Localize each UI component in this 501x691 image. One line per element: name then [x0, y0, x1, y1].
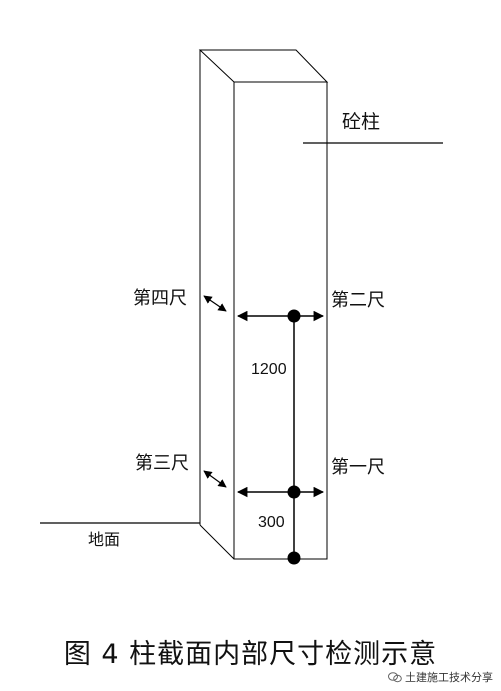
ruler4-label: 第四尺 — [133, 288, 187, 309]
wechat-icon — [388, 671, 402, 682]
column-left-bottom-edge — [199, 524, 235, 560]
figure-caption: 图 4 柱截面内部尺寸检测示意 — [63, 639, 438, 670]
watermark-text: 土建施工技术分享 — [405, 671, 493, 684]
column-top-face — [198, 49, 329, 83]
ruler3-label: 第三尺 — [135, 453, 189, 474]
ruler4-arrow — [203, 295, 227, 312]
measure-point-lower — [287, 485, 301, 499]
ruler3-arrow — [203, 470, 227, 488]
ruler1-label: 第一尺 — [331, 457, 385, 478]
measure-point-base — [287, 551, 301, 565]
column-3d-outline — [198, 49, 329, 560]
dimension-1200: 1200 — [251, 361, 287, 378]
column-front-face — [233, 81, 328, 560]
dimension-300: 300 — [258, 514, 285, 531]
ruler2-label: 第二尺 — [331, 290, 385, 311]
watermark: 土建施工技术分享 — [388, 669, 493, 685]
column-label: 砼柱 — [342, 111, 380, 133]
ground-label: 地面 — [88, 530, 120, 549]
measure-point-upper — [287, 309, 301, 323]
